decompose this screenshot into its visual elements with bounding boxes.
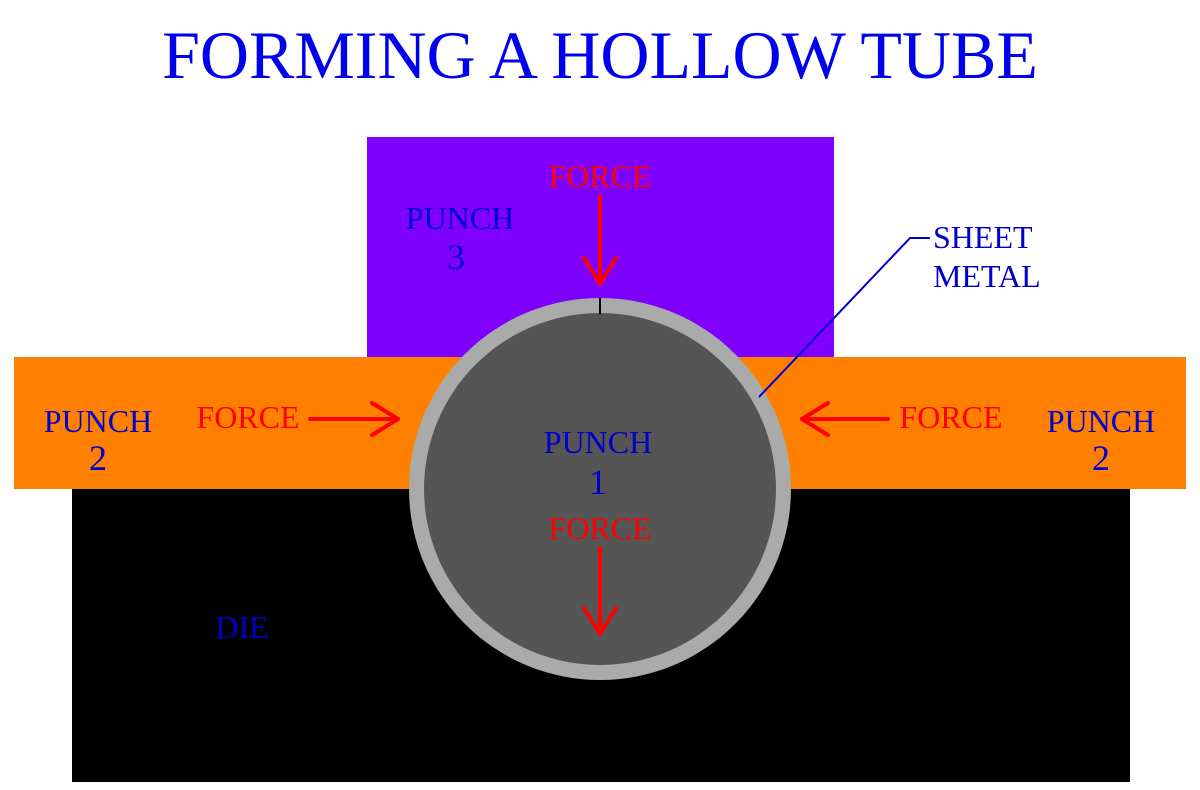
punch-3-number: 3: [447, 237, 465, 277]
diagram-title: FORMING A HOLLOW TUBE: [162, 17, 1038, 93]
force-left-arrow-icon: [308, 401, 400, 437]
force-top-label: FORCE: [548, 158, 651, 194]
sheet-metal-leader-line: [758, 237, 930, 398]
sheet-metal-label-line2: METAL: [933, 258, 1041, 294]
punch-1-core: [424, 313, 776, 665]
force-left-label: FORCE: [196, 399, 299, 435]
force-top-arrow-icon: [582, 194, 618, 286]
die-label: DIE: [215, 609, 268, 645]
punch-3-label: PUNCH: [406, 200, 514, 236]
force-right-label: FORCE: [899, 399, 1002, 435]
force-bottom-arrow-icon: [582, 546, 618, 636]
punch-2-right-label: PUNCH: [1047, 403, 1155, 439]
punch-2-right-number: 2: [1092, 438, 1110, 478]
sheet-metal-label-line1: SHEET: [933, 219, 1033, 255]
force-bottom-label: FORCE: [548, 510, 651, 546]
punch-2-left-number: 2: [89, 438, 107, 478]
punch-1-number: 1: [589, 462, 607, 502]
force-right-arrow-icon: [800, 401, 890, 437]
punch-2-left-label: PUNCH: [44, 403, 152, 439]
punch-1-label: PUNCH: [544, 424, 652, 460]
